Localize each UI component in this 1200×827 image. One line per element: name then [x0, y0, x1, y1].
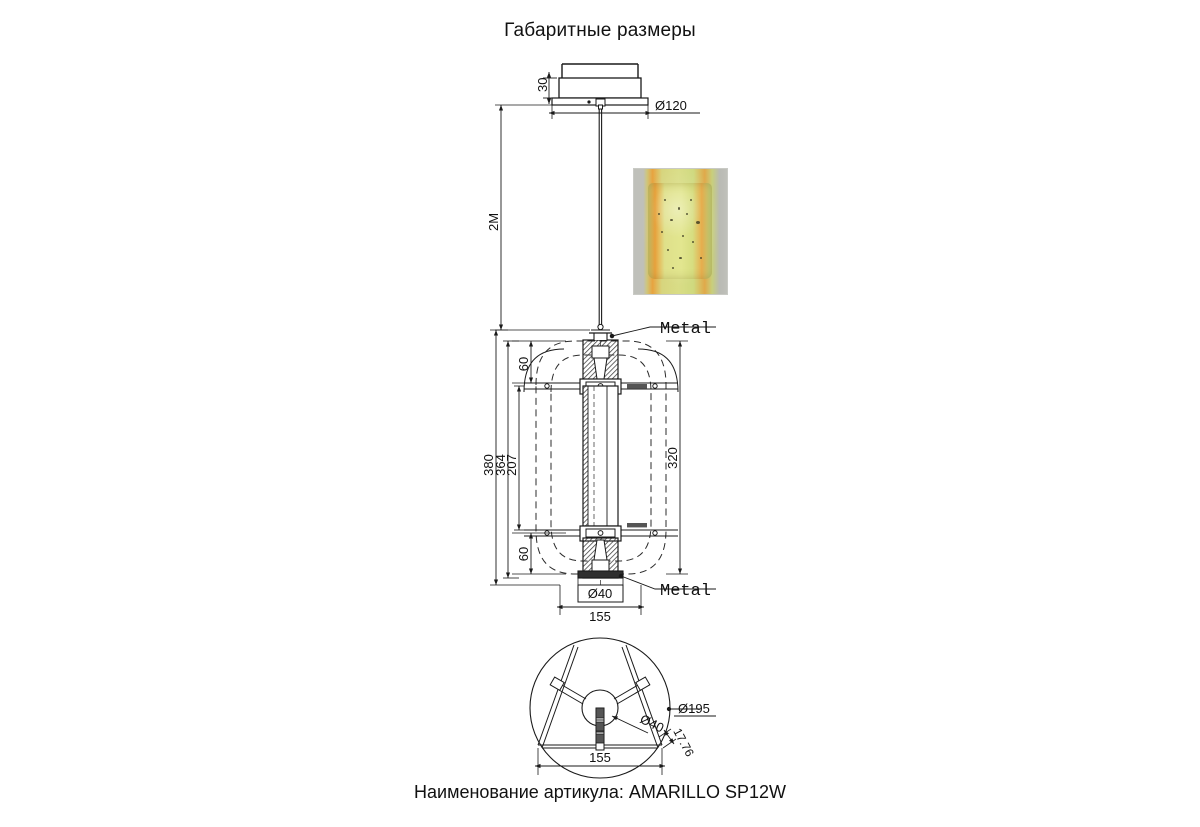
product-photo-highlight [648, 183, 712, 279]
dimension-label-flat-width: 155 [589, 750, 611, 765]
dimension-label-overall-height: 380 [481, 454, 496, 476]
dimension-outer-diameter [666, 706, 716, 717]
leader-metal-bottom [618, 573, 716, 590]
dimension-tube-diameter [577, 578, 624, 603]
dimension-label-shade-width: 155 [589, 609, 611, 624]
photo-speckle [658, 213, 660, 215]
photo-speckle [696, 221, 700, 224]
dimension-label-inner-height: 207 [504, 454, 519, 476]
dimension-edge-thickness [658, 728, 677, 749]
dimension-inner-height [514, 385, 524, 531]
photo-speckle [661, 231, 663, 233]
plan-spoke-upper-right [613, 676, 651, 705]
dimension-canopy-height [543, 72, 557, 104]
product-photo-shade [648, 183, 712, 279]
article-caption: Наименование артикула: AMARILLO SP12W [414, 782, 786, 802]
dimension-label-top-cap-height: 60 [516, 357, 531, 371]
dimension-label-glass-height: 320 [665, 447, 680, 469]
product-photo [633, 168, 728, 295]
plan-spoke-upper-left [549, 676, 587, 705]
photo-speckle [700, 257, 702, 259]
dimension-label-edge-thickness: 17.76 [670, 726, 697, 759]
photo-speckle [664, 199, 666, 201]
dimension-overall-height [490, 329, 560, 586]
leader-metal-top [609, 326, 716, 339]
dimension-bottom-cap-height [512, 532, 566, 575]
annotation-label-metal-top: Metal [660, 320, 711, 339]
bottom-clamp-ring [579, 525, 622, 542]
bottom-metal-cap [577, 537, 624, 579]
dimension-shade-width [557, 585, 644, 615]
photo-speckle [672, 267, 674, 269]
dimension-hub-diameter [611, 715, 649, 734]
glass-tube [582, 385, 619, 527]
photo-speckle [682, 235, 684, 237]
photo-speckle [679, 257, 682, 259]
canopy-body [558, 77, 642, 99]
shade-outline-inner [550, 354, 652, 562]
photo-speckle [670, 219, 673, 221]
canopy-cable-gland [587, 98, 606, 110]
dimension-top-cap-height [512, 340, 566, 384]
bottom-spoke-left [524, 529, 580, 537]
dimension-shade-height [503, 340, 519, 579]
annotation-label-metal-bottom: Metal [660, 582, 711, 601]
dimension-label-outer-diameter: Ø195 [678, 701, 710, 716]
photo-speckle [678, 207, 680, 210]
suspension-cable [598, 109, 603, 330]
dimension-label-suspension-length: 2M [486, 213, 501, 231]
dimension-label-shade-height: 364 [493, 454, 508, 476]
dimension-canopy-diameter [549, 105, 700, 119]
shade-profile [523, 348, 679, 393]
dimension-suspension-length [495, 104, 590, 331]
photo-speckle [692, 241, 694, 243]
dimension-glass-height [666, 340, 688, 575]
photo-speckle [686, 213, 688, 215]
dimension-label-canopy-height: 30 [535, 78, 550, 92]
dimension-label-bottom-cap-height: 60 [516, 547, 531, 561]
photo-speckle [667, 249, 669, 251]
page-title: Габаритные размеры [504, 20, 696, 41]
photo-speckle [690, 199, 692, 201]
top-spoke-left [524, 382, 580, 390]
shade-outline-outer [535, 340, 667, 575]
bottom-spoke-right [621, 523, 678, 537]
dimension-label-tube-diameter: Ø40 [588, 586, 613, 601]
dimension-flat-width [535, 748, 665, 775]
top-metal-cap [582, 323, 619, 385]
plan-spoke-lower [595, 707, 605, 751]
top-spoke-right [621, 382, 678, 390]
dimension-label-canopy-diameter: Ø120 [655, 98, 687, 113]
ceiling-bracket [561, 63, 639, 78]
